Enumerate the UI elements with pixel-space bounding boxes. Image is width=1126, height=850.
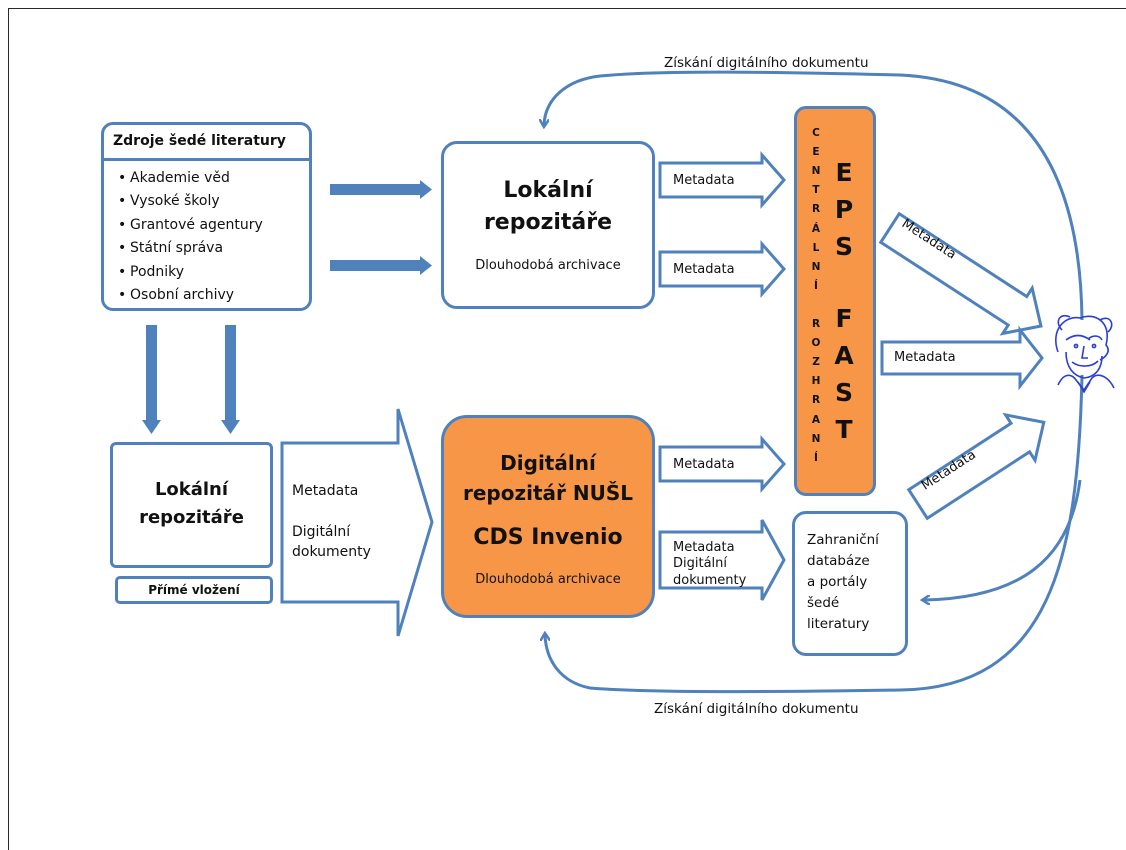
solid-arrow-1	[330, 180, 432, 199]
arrow-label-4-line1: Metadata	[673, 540, 735, 555]
local-repo-bottom-box	[110, 442, 273, 568]
direct-insert-box	[115, 576, 273, 604]
fast-col-letter: F	[835, 304, 853, 333]
right-arrow-label: Metadata	[894, 350, 956, 365]
foreign-branch	[924, 479, 1082, 600]
vert-col-letter: R	[811, 203, 821, 216]
fast-col-letter: T	[835, 415, 853, 444]
source-item: Vysoké školy	[118, 190, 263, 213]
local-repo-top-subtitle: Dlouhodobá archivace	[475, 258, 621, 273]
vert-col-letter: R	[811, 394, 821, 407]
sources-list: Akademie věd Vysoké školy Grantové agent…	[118, 167, 263, 307]
vert-col-letter: T	[812, 184, 820, 197]
big-outline-arrow	[280, 408, 434, 637]
eps-col-letter: P	[834, 195, 854, 224]
block-arrow-4	[658, 519, 786, 601]
arrow-label-1: Metadata	[673, 173, 735, 188]
fast-col-letter: S	[834, 378, 853, 407]
vert-col-letter: O	[811, 337, 821, 350]
solid-down-arrow-1	[142, 325, 161, 434]
foreign-line5: literatury	[807, 616, 870, 632]
vert-col-letter: C	[812, 127, 820, 139]
arrow-label-4-line2: Digitální	[673, 556, 728, 571]
solid-arrow-2	[330, 256, 432, 275]
local-repo-bottom-title-1: Lokální	[154, 479, 229, 500]
right-arrow-mid	[880, 325, 1044, 391]
foreign-databases-box	[792, 511, 908, 656]
source-item: Podniky	[118, 261, 263, 284]
vert-col-letter: Z	[812, 356, 820, 369]
vert-col-letter: R	[811, 318, 821, 330]
sources-title: Zdroje šedé literatury	[113, 133, 286, 149]
vert-col-letter: Í	[814, 451, 818, 464]
local-repo-top-box	[441, 141, 655, 309]
nusl-repository-box	[441, 415, 655, 618]
foreign-line2: databáze	[807, 553, 870, 569]
diag-arrow-up	[906, 412, 1046, 521]
foreign-line3: a portály	[807, 574, 868, 590]
top-return-loop	[544, 70, 1084, 321]
diag-arrow-down	[878, 211, 1043, 336]
big-arrow-line1: Metadata	[292, 483, 359, 499]
source-item: Akademie věd	[118, 167, 263, 190]
source-item: Státní správa	[118, 237, 263, 260]
block-arrow-1	[658, 151, 786, 209]
eps-col-letter: E	[835, 158, 853, 187]
arrow-label-2: Metadata	[673, 262, 735, 277]
bottom-loop-label: Získání digitálního dokumentu	[654, 701, 859, 717]
frame-left-border	[8, 8, 9, 850]
local-repo-top-title-1: Lokální	[503, 178, 593, 203]
foreign-line4: šedé	[807, 595, 840, 611]
central-interface-box	[794, 106, 876, 496]
vert-col-letter: Í	[814, 279, 818, 292]
vert-col-letter: L	[812, 241, 820, 254]
frame-top-border	[8, 8, 1126, 9]
fast-col-letter: A	[834, 341, 854, 370]
direct-insert-label: Přímé vložení	[148, 583, 240, 597]
source-item: Grantové agentury	[118, 214, 263, 237]
big-arrow-line3: dokumenty	[292, 544, 371, 560]
arrow-label-3: Metadata	[673, 457, 735, 472]
vert-col-letter: A	[811, 413, 821, 426]
block-arrow-3	[658, 435, 786, 493]
solid-down-arrow-2	[221, 325, 240, 434]
vert-col-letter: N	[811, 432, 821, 445]
block-arrow-2	[658, 240, 786, 298]
big-arrow-line2: Digitální	[292, 524, 351, 540]
top-loop-label: Získání digitálního dokumentu	[664, 55, 869, 71]
local-repo-top-title-2: repozitáře	[483, 210, 613, 235]
nusl-title-1: Digitální	[500, 451, 596, 475]
eps-col-letter: S	[834, 232, 853, 261]
arrow-label-4-line3: dokumenty	[673, 573, 747, 588]
scientist-head-icon	[1055, 314, 1115, 394]
vert-col-letter: H	[811, 375, 821, 388]
vert-col-letter: N	[811, 260, 821, 273]
sources-title-divider	[103, 158, 310, 161]
bottom-return-loop	[545, 374, 1084, 694]
nusl-title-3: CDS Invenio	[473, 525, 623, 550]
vert-col-letter: Á	[811, 222, 821, 235]
foreign-line1: Zahraniční	[807, 532, 879, 548]
vert-col-letter: E	[812, 146, 820, 159]
vert-col-letter: N	[811, 165, 821, 178]
local-repo-bottom-title-2: repozitáře	[139, 507, 244, 528]
nusl-subtitle: Dlouhodobá archivace	[475, 572, 621, 587]
source-item: Osobní archivy	[118, 284, 263, 307]
nusl-title-2: repozitář NUŠL	[463, 481, 633, 505]
